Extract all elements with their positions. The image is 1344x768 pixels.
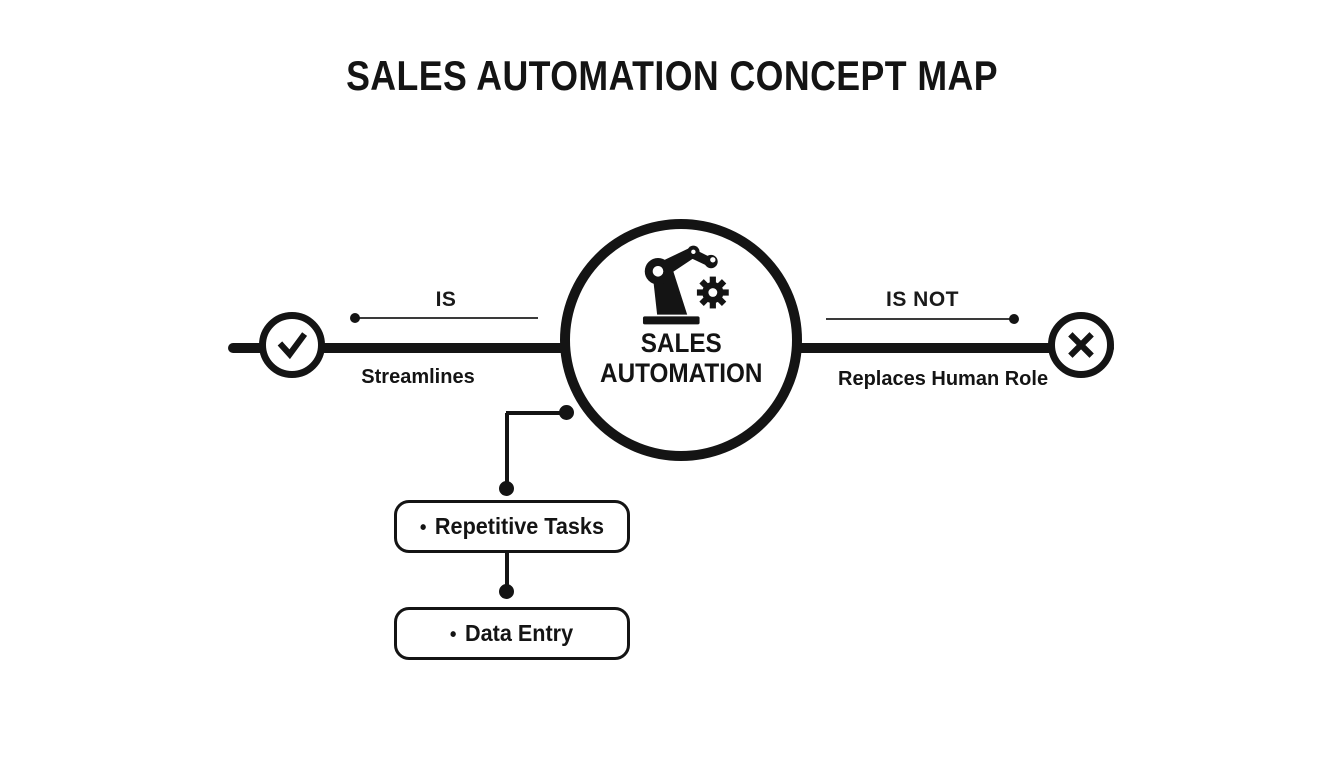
robot-arm-icon [622,243,740,327]
sub-node-data-entry: • Data Entry [394,607,630,660]
center-node-sales-automation: SALES AUTOMATION [560,219,802,461]
bullet-icon: • [419,517,427,539]
connector-dot-above-box1 [499,481,514,496]
streamlines-label: Streamlines [361,366,475,388]
sub-node-data-entry-text: • Data Entry [450,620,573,647]
center-node-label: SALES AUTOMATION [599,328,763,388]
bullet-icon: • [450,624,457,646]
check-icon [272,325,312,365]
connector-dot-above-box2 [499,584,514,599]
check-terminal-node [259,312,325,378]
center-node-label-line1: SALES [640,328,722,358]
sub-node-repetitive-tasks: • Repetitive Tasks [394,500,630,553]
connector-horizontal-line [506,411,568,415]
relation-label-is: IS [435,288,457,311]
page-title: SALES AUTOMATION CONCEPT MAP [346,52,998,99]
sub-node-repetitive-tasks-text: • Repetitive Tasks [420,513,604,540]
center-node-label-line2: AUTOMATION [599,357,763,388]
x-terminal-node [1048,312,1114,378]
is-underline [355,317,538,319]
x-icon [1061,325,1101,365]
connector-vertical-line-2 [505,552,509,588]
replaces-human-role-label: Replaces Human Role [838,368,1049,390]
connector-dot-circle-edge [559,405,574,420]
is-underline-dot [350,313,360,323]
is-not-underline-dot [1009,314,1019,324]
sub-node-data-entry-label: Data Entry [465,620,574,646]
is-not-underline [826,318,1016,320]
sub-node-repetitive-tasks-label: Repetitive Tasks [435,513,605,539]
connector-vertical-line-1 [505,413,509,489]
relation-label-is-not: IS NOT [885,288,959,311]
